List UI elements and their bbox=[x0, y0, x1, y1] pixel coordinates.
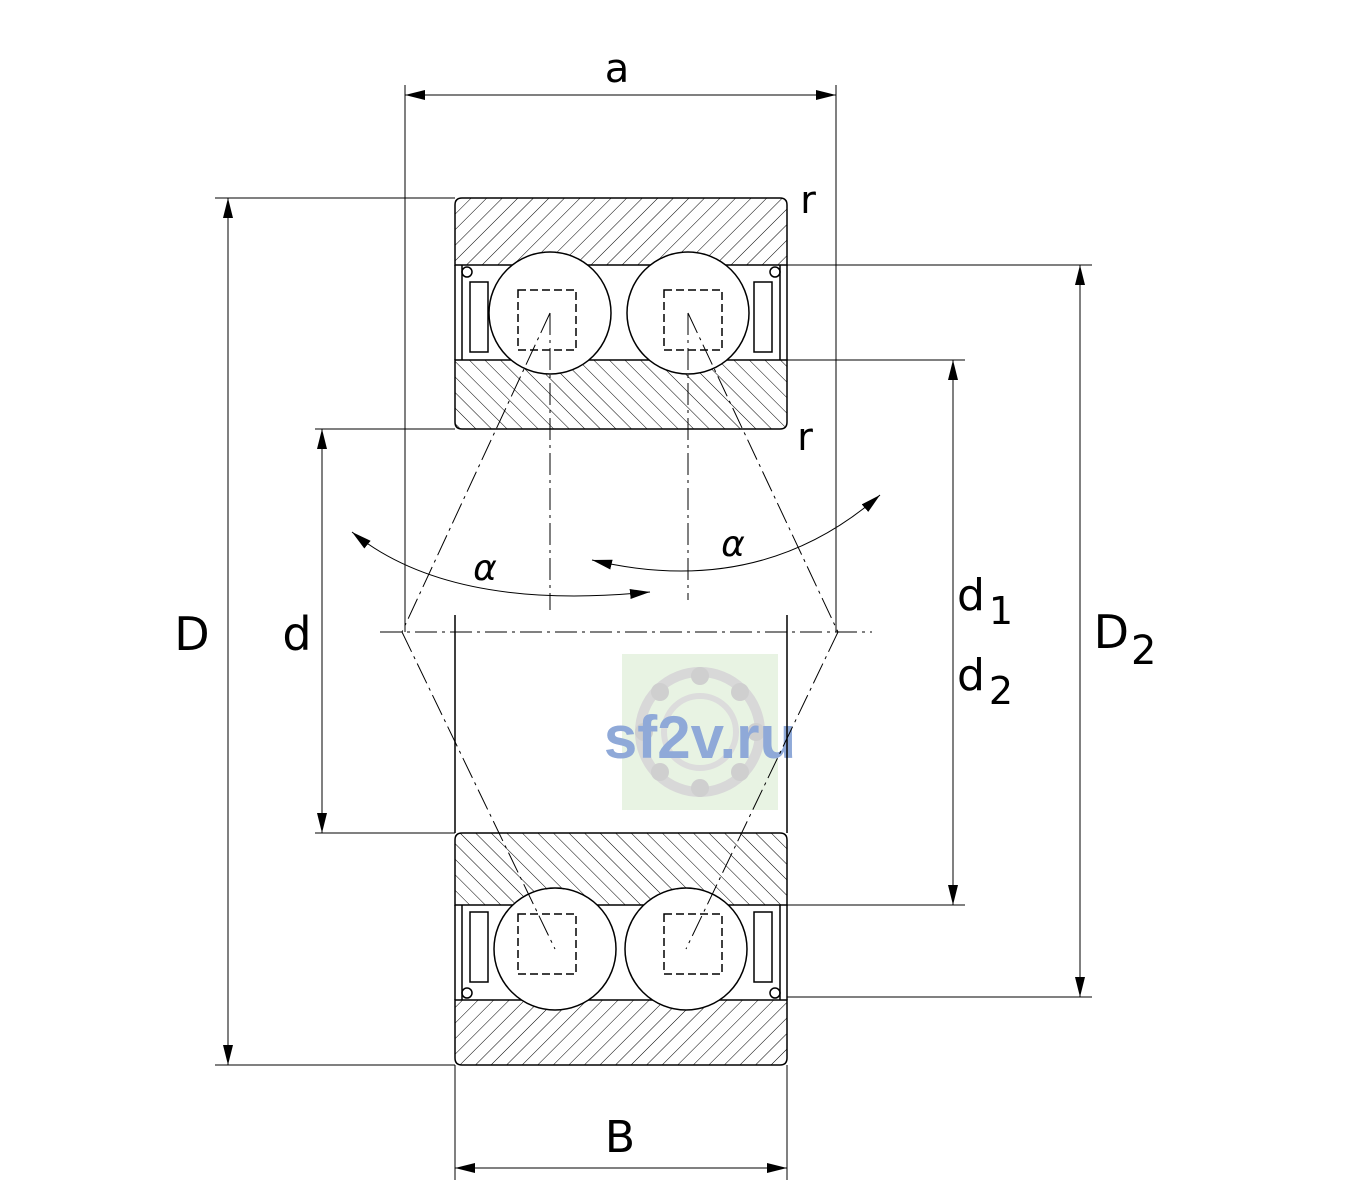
alpha-arc-left bbox=[351, 531, 651, 599]
watermark-text: sf2v.ru bbox=[604, 704, 796, 771]
label-D: D bbox=[174, 607, 209, 661]
bearing-section-bottom bbox=[454, 832, 788, 1066]
label-D2: D2 bbox=[1094, 605, 1157, 674]
alpha-arc-right bbox=[591, 494, 881, 572]
label-d: d bbox=[282, 607, 311, 661]
watermark: sf2v.ru bbox=[604, 654, 796, 810]
dimension-lines bbox=[223, 90, 1085, 1173]
label-alpha-right: α bbox=[721, 524, 745, 565]
label-a: a bbox=[605, 46, 630, 92]
label-alpha-left: α bbox=[473, 548, 497, 589]
bore-lines bbox=[454, 615, 788, 833]
label-r-top: r bbox=[800, 178, 816, 222]
label-B: B bbox=[605, 1112, 635, 1163]
label-r-mid: r bbox=[797, 415, 813, 459]
bearing-section-top bbox=[454, 197, 788, 430]
